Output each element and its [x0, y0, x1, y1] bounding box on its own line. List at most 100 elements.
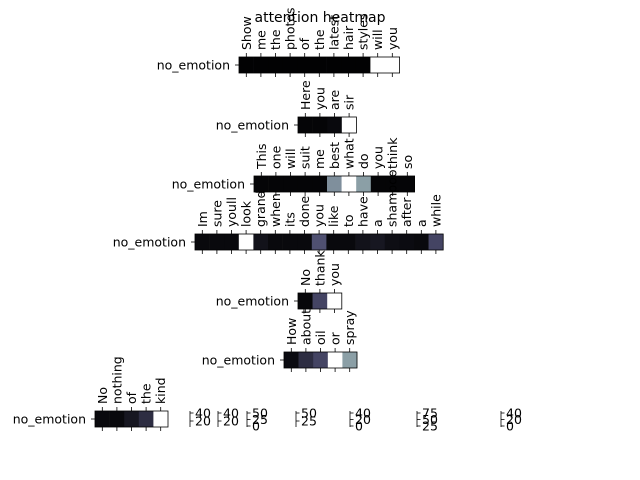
heatmap-cell	[370, 57, 386, 73]
token-label: No	[298, 269, 313, 286]
heatmap-cell	[385, 57, 400, 73]
token-label: when	[268, 193, 283, 227]
token-label: will	[283, 148, 298, 169]
colorbar-tick-label: 20	[355, 412, 371, 427]
colorbar-tick-label: 40	[506, 406, 522, 421]
heatmap-cell	[268, 234, 283, 250]
colorbar-tick-label: 40	[355, 406, 371, 421]
colorbar-tick-label: 50	[301, 406, 317, 421]
row-label: no_emotion	[13, 412, 86, 427]
heatmap-cell	[428, 234, 444, 250]
heatmap-cell	[312, 117, 328, 133]
heatmap-cell	[224, 234, 240, 250]
heatmap-cell	[370, 176, 386, 192]
token-label: a	[414, 219, 429, 227]
heatmap-cell	[341, 57, 357, 73]
heatmap-cell	[355, 234, 371, 250]
token-label: look	[239, 200, 254, 227]
heatmap-cell	[341, 234, 356, 250]
token-label: to	[341, 214, 356, 227]
token-label: or	[328, 331, 343, 345]
heatmap-cell	[124, 411, 140, 427]
token-label: what	[341, 138, 356, 169]
heatmap-cell	[313, 352, 329, 368]
heatmap-cell	[341, 117, 357, 133]
token-label: sir	[342, 94, 357, 110]
token-label: photos	[283, 7, 298, 50]
heatmap-cell	[355, 57, 371, 73]
heatmap-cell	[297, 176, 313, 192]
token-label: after	[399, 197, 414, 227]
heatmap-cell	[253, 57, 269, 73]
token-label: think	[385, 137, 400, 169]
token-label: of	[297, 37, 312, 50]
token-label: the	[139, 383, 154, 404]
token-label: a	[370, 219, 385, 227]
heatmap-cell	[283, 176, 299, 192]
colorbar-tick-label: 20	[195, 414, 211, 429]
heatmap-cell	[95, 411, 110, 427]
token-label: done	[297, 195, 312, 227]
token-label: me	[253, 30, 268, 50]
heatmap-cell	[399, 234, 415, 250]
heatmap-cell	[195, 234, 210, 250]
heatmap-cell	[327, 293, 343, 309]
heatmap-cell	[327, 176, 342, 192]
heatmap-cell	[400, 176, 415, 192]
token-label: sure	[209, 200, 224, 227]
token-label: kind	[153, 377, 168, 404]
heatmap-cell	[254, 176, 269, 192]
token-label: spray	[342, 310, 357, 345]
colorbar-tick-label: 40	[223, 406, 239, 421]
token-label: me	[312, 149, 327, 169]
token-label: you	[371, 146, 386, 169]
row-label: no_emotion	[157, 58, 230, 73]
heatmap-cell	[385, 176, 401, 192]
colorbar-tick-label: 25	[301, 414, 317, 429]
token-label: do	[356, 153, 371, 169]
token-label: the	[312, 29, 327, 50]
heatmap-cell	[312, 293, 328, 309]
token-label: you	[327, 263, 342, 286]
token-label: you	[312, 87, 327, 110]
colorbar-tick-label: 25	[422, 419, 438, 434]
heatmap-cell	[327, 352, 343, 368]
heatmap-cell	[370, 234, 386, 250]
heatmap-cell	[384, 234, 400, 250]
chart-title: attention heatmap	[255, 10, 386, 26]
token-label: Here	[298, 80, 313, 110]
colorbar-tick-label: 75	[422, 406, 438, 421]
heatmap-cell	[268, 57, 284, 73]
token-label: Show	[239, 16, 254, 50]
colorbar-tick-label: 20	[506, 412, 522, 427]
token-label: oil	[313, 330, 328, 345]
token-label: grand	[253, 190, 268, 227]
token-label: nothing	[109, 356, 124, 404]
token-label: like	[326, 205, 341, 227]
token-label: shampoo	[385, 169, 400, 227]
token-label: hair	[341, 25, 356, 50]
token-label: thank	[312, 250, 327, 286]
token-label: Im	[195, 211, 210, 227]
token-label: about	[298, 309, 313, 345]
token-label: suit	[298, 146, 313, 169]
heatmap-cell	[268, 176, 284, 192]
row-label: no_emotion	[202, 353, 275, 368]
heatmap-cell	[239, 57, 254, 73]
token-label: you	[312, 204, 327, 227]
heatmap-cell	[282, 234, 298, 250]
token-label: the	[268, 29, 283, 50]
